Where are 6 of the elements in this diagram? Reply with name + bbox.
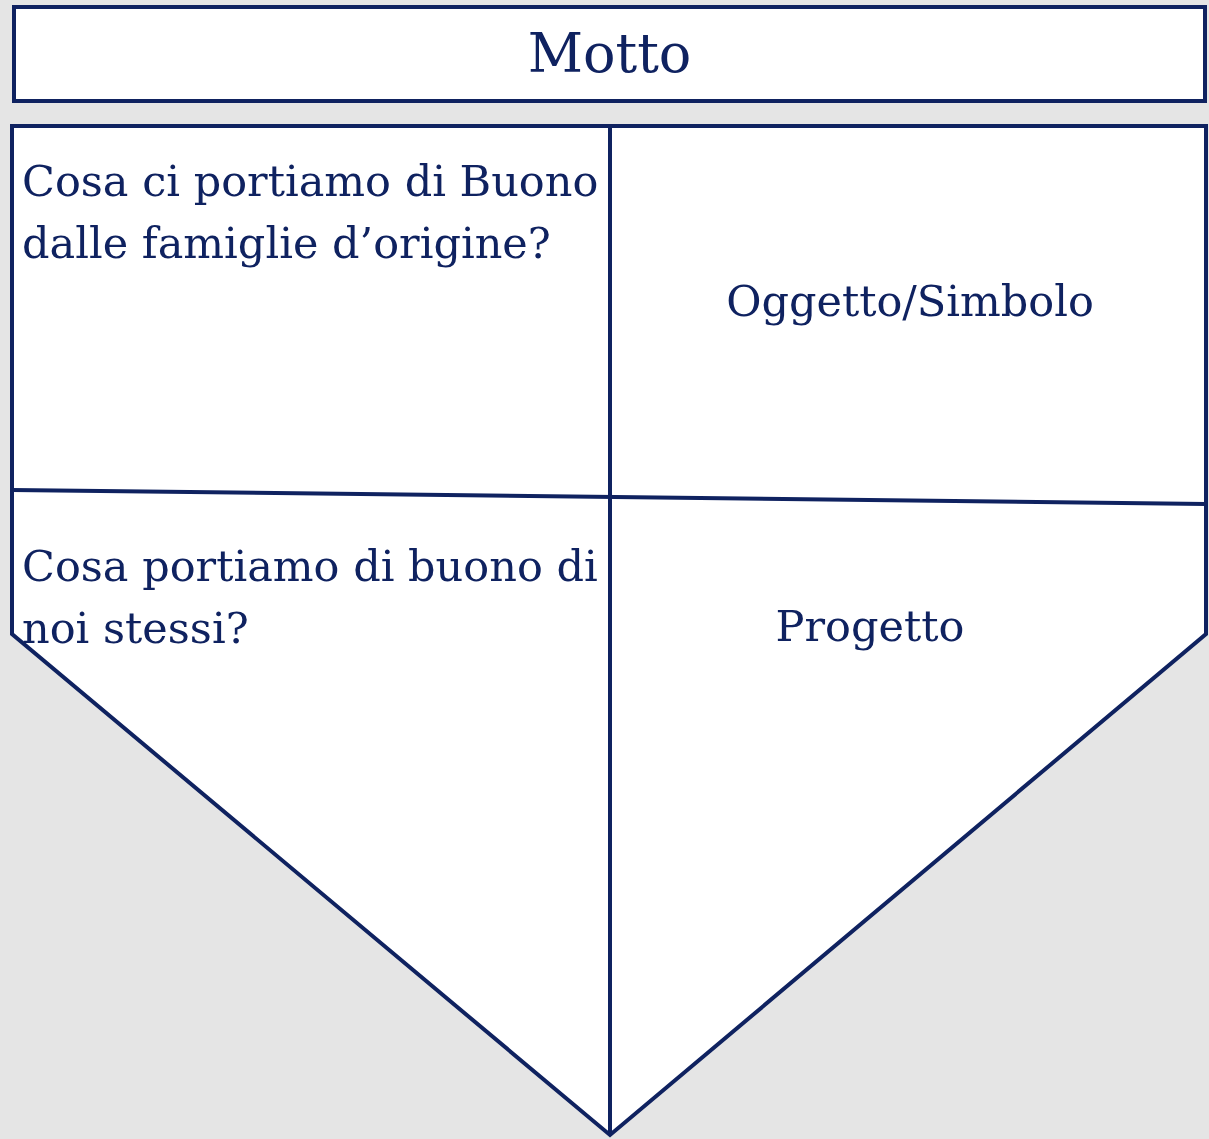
section-label: Oggetto/Simbolo — [620, 270, 1200, 333]
question-text: Cosa ci portiamo di Buono dalle famiglie d’origine? — [22, 150, 602, 275]
motto-text: Motto — [527, 27, 692, 81]
motto-box — [12, 5, 1207, 103]
question-text: Cosa portiamo di buono di noi stessi? — [22, 535, 607, 660]
section-label: Progetto — [620, 595, 1120, 658]
